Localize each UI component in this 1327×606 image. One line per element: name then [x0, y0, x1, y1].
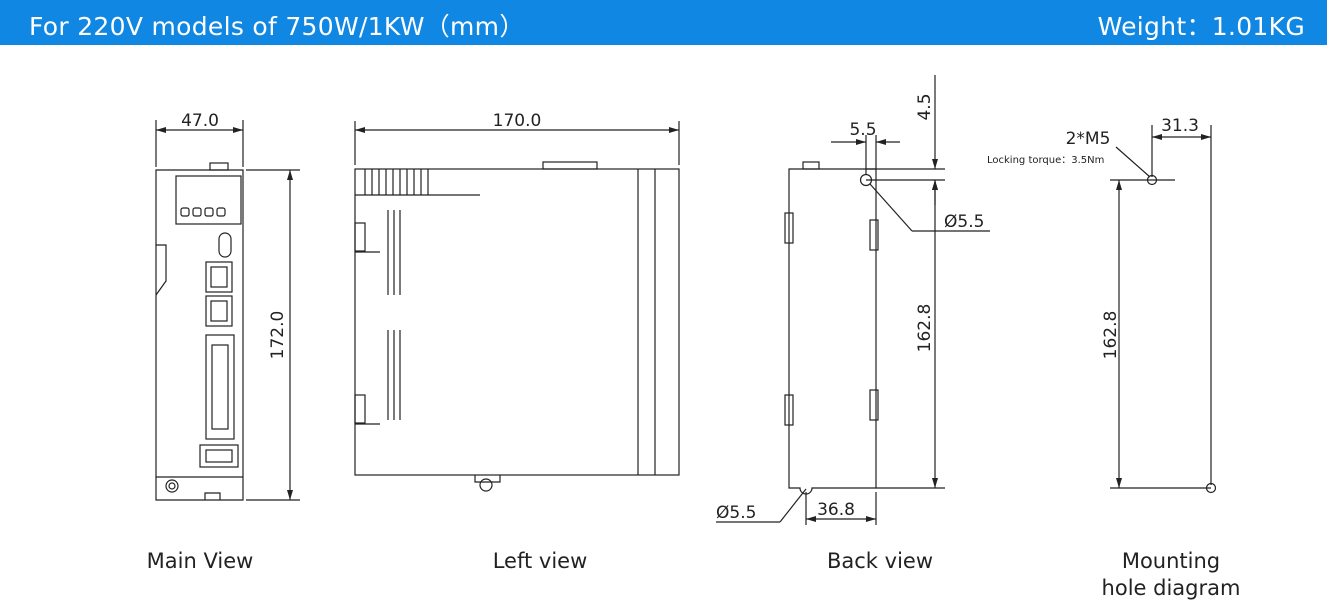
back-bottom-width-label: 36.8 — [817, 500, 855, 520]
mounting-torque-label: Locking torque：3.5Nm — [987, 155, 1104, 166]
mounting-caption-line1: Mounting — [1122, 549, 1220, 573]
back-hole-pitch-label: 162.8 — [915, 304, 935, 353]
main-view — [155, 120, 300, 501]
back-view — [716, 75, 990, 525]
back-hole-dia-bottom-label: Ø5.5 — [716, 503, 756, 523]
title-bar: For 220V models of 750W/1KW（mm） Weight：1… — [0, 0, 1327, 45]
mounting-pitch-label: 162.8 — [1101, 311, 1121, 360]
technical-drawing: 47.0 172.0 Main View 170.0 — [147, 75, 1241, 600]
mounting-caption-line2: hole diagram — [1102, 576, 1241, 600]
left-view — [354, 121, 680, 492]
left-view-caption: Left view — [493, 549, 588, 573]
back-view-caption: Back view — [827, 549, 933, 573]
main-height-label: 172.0 — [268, 311, 288, 360]
back-top-offset-label: 4.5 — [915, 93, 935, 120]
mounting-diagram — [1110, 125, 1217, 494]
main-view-caption: Main View — [147, 549, 254, 573]
drawing-title: For 220V models of 750W/1KW（mm） — [29, 12, 525, 41]
back-hole-dia-top-label: Ø5.5 — [944, 212, 984, 232]
left-depth-label: 170.0 — [493, 111, 542, 131]
mounting-offset-label: 31.3 — [1161, 116, 1199, 136]
mounting-screw-label: 2*M5 — [1066, 129, 1111, 149]
back-hole-offset-label: 5.5 — [849, 120, 876, 140]
main-width-label: 47.0 — [181, 111, 219, 131]
weight-label: Weight：1.01KG — [1097, 12, 1305, 41]
